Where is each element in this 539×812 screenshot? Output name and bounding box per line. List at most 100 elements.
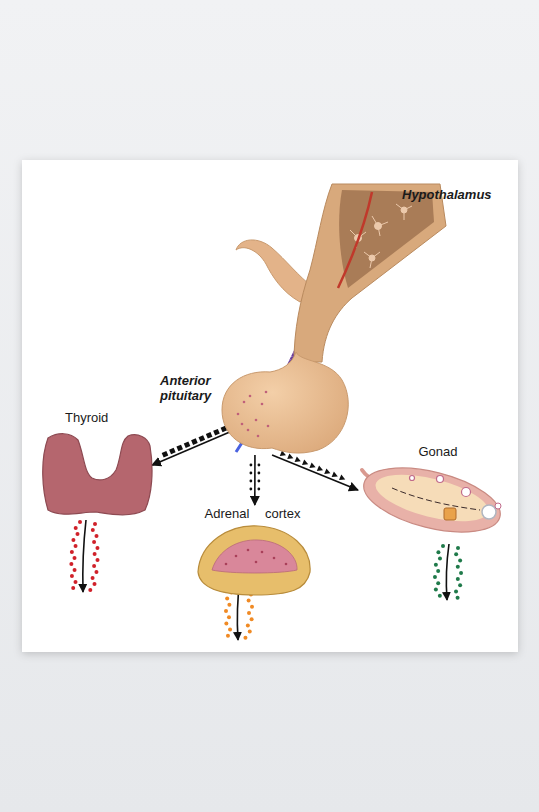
hormone-dot [436, 569, 440, 573]
hormone-dot [438, 594, 442, 598]
hormone-dot [88, 588, 92, 592]
organ-node: Adrenal cortex [195, 505, 310, 600]
illustration-part [237, 391, 270, 438]
illustration-part [482, 505, 496, 519]
illustration-part [225, 563, 228, 566]
illustration-part [357, 456, 506, 544]
organ-label: Gonad [398, 444, 478, 459]
hormone-dot [456, 565, 460, 569]
secreted-hormone [69, 520, 99, 592]
hormone-particle [249, 472, 252, 475]
illustration-part [437, 476, 444, 483]
hormone-particle [213, 429, 220, 436]
illustration-part [235, 555, 238, 558]
organ-label: Thyroid [65, 410, 135, 425]
hormone-particle [257, 488, 260, 491]
illustration-part [285, 563, 288, 566]
hormone-particle [287, 453, 294, 461]
illustration-part [371, 466, 493, 531]
hormone-dot [92, 564, 96, 568]
hormone-dot [226, 634, 230, 638]
hormone-particle [162, 451, 169, 458]
organ-node: Gonad [358, 440, 502, 540]
secretion-arrow [446, 544, 449, 600]
hormone-dot [436, 550, 440, 554]
hormone-dot [73, 568, 77, 572]
hormone-dot [456, 577, 460, 581]
illustration-part [392, 488, 480, 510]
hormone-dot [93, 552, 97, 556]
hormone-dot [247, 611, 251, 615]
illustration-part [294, 184, 446, 362]
hormone-dot [91, 576, 95, 580]
organ-label: Adrenal cortex [195, 506, 310, 521]
illustration-part [294, 184, 446, 362]
illustration-part [43, 434, 152, 515]
hormone-dot [71, 538, 75, 542]
hormone-dot [224, 609, 228, 613]
illustration-part [222, 352, 348, 453]
hormone-dot [93, 582, 97, 586]
illustration-part [339, 190, 434, 288]
illustration-part [338, 192, 372, 288]
illustration-part [265, 391, 268, 394]
illustration-part [261, 551, 264, 554]
hormone-dot [243, 636, 247, 640]
illustration-part [43, 434, 152, 515]
hormone-dot [247, 599, 251, 603]
illustration-part [237, 413, 240, 416]
illustration-part [444, 508, 456, 520]
illustration-part [257, 435, 260, 438]
hormone-particle [258, 464, 261, 467]
illustration-part [222, 352, 348, 453]
hormone-particle [257, 472, 260, 475]
hormone-dot [227, 603, 231, 607]
hormone-dot [91, 528, 95, 532]
hormone-dot [454, 590, 458, 594]
organ-shape [40, 430, 152, 518]
hormone-dot [456, 596, 460, 600]
illustration-part [410, 476, 415, 481]
hormone-dot [95, 534, 99, 538]
hormone-dot [74, 580, 78, 584]
hormone-dot [224, 621, 228, 625]
hormone-dot [95, 546, 99, 550]
illustration-part [241, 423, 244, 426]
hormone-particle [184, 441, 191, 448]
hormone-dot [456, 546, 460, 550]
hormone-dot [93, 522, 97, 526]
illustration-part [198, 526, 310, 595]
hormone-dot [225, 597, 229, 601]
hormone-particle [309, 462, 316, 470]
hormone-dot [248, 630, 252, 634]
organ-shape [235, 345, 330, 455]
illustration-part [255, 419, 258, 422]
secreted-hormone [433, 544, 463, 600]
hormone-dot [250, 605, 254, 609]
illustration-part [225, 549, 288, 566]
hormone-dot [94, 570, 98, 574]
hormone-arrow [152, 430, 235, 466]
hormone-particle [191, 438, 198, 445]
illustration-part [357, 456, 506, 544]
hormone-arrow-group [249, 455, 260, 505]
hormone-arrow-group [272, 450, 358, 490]
illustration-part [261, 403, 264, 406]
illustration-part [247, 429, 250, 432]
hormone-dot [441, 544, 445, 548]
illustration-part [247, 549, 250, 552]
optic-chiasm-shape [236, 240, 314, 302]
white-panel [22, 160, 518, 652]
hormone-dot [78, 520, 82, 524]
hormone-particle [169, 448, 176, 455]
illustration-part [462, 488, 471, 497]
hormone-particle [324, 469, 331, 477]
hormone-dot [70, 550, 74, 554]
hormone-dot [459, 571, 463, 575]
illustration-part [212, 540, 297, 573]
hormone-arrow [254, 455, 256, 505]
illustration-part [198, 526, 310, 595]
organ-shape [300, 180, 500, 330]
hormone-arrow-group [152, 426, 235, 465]
